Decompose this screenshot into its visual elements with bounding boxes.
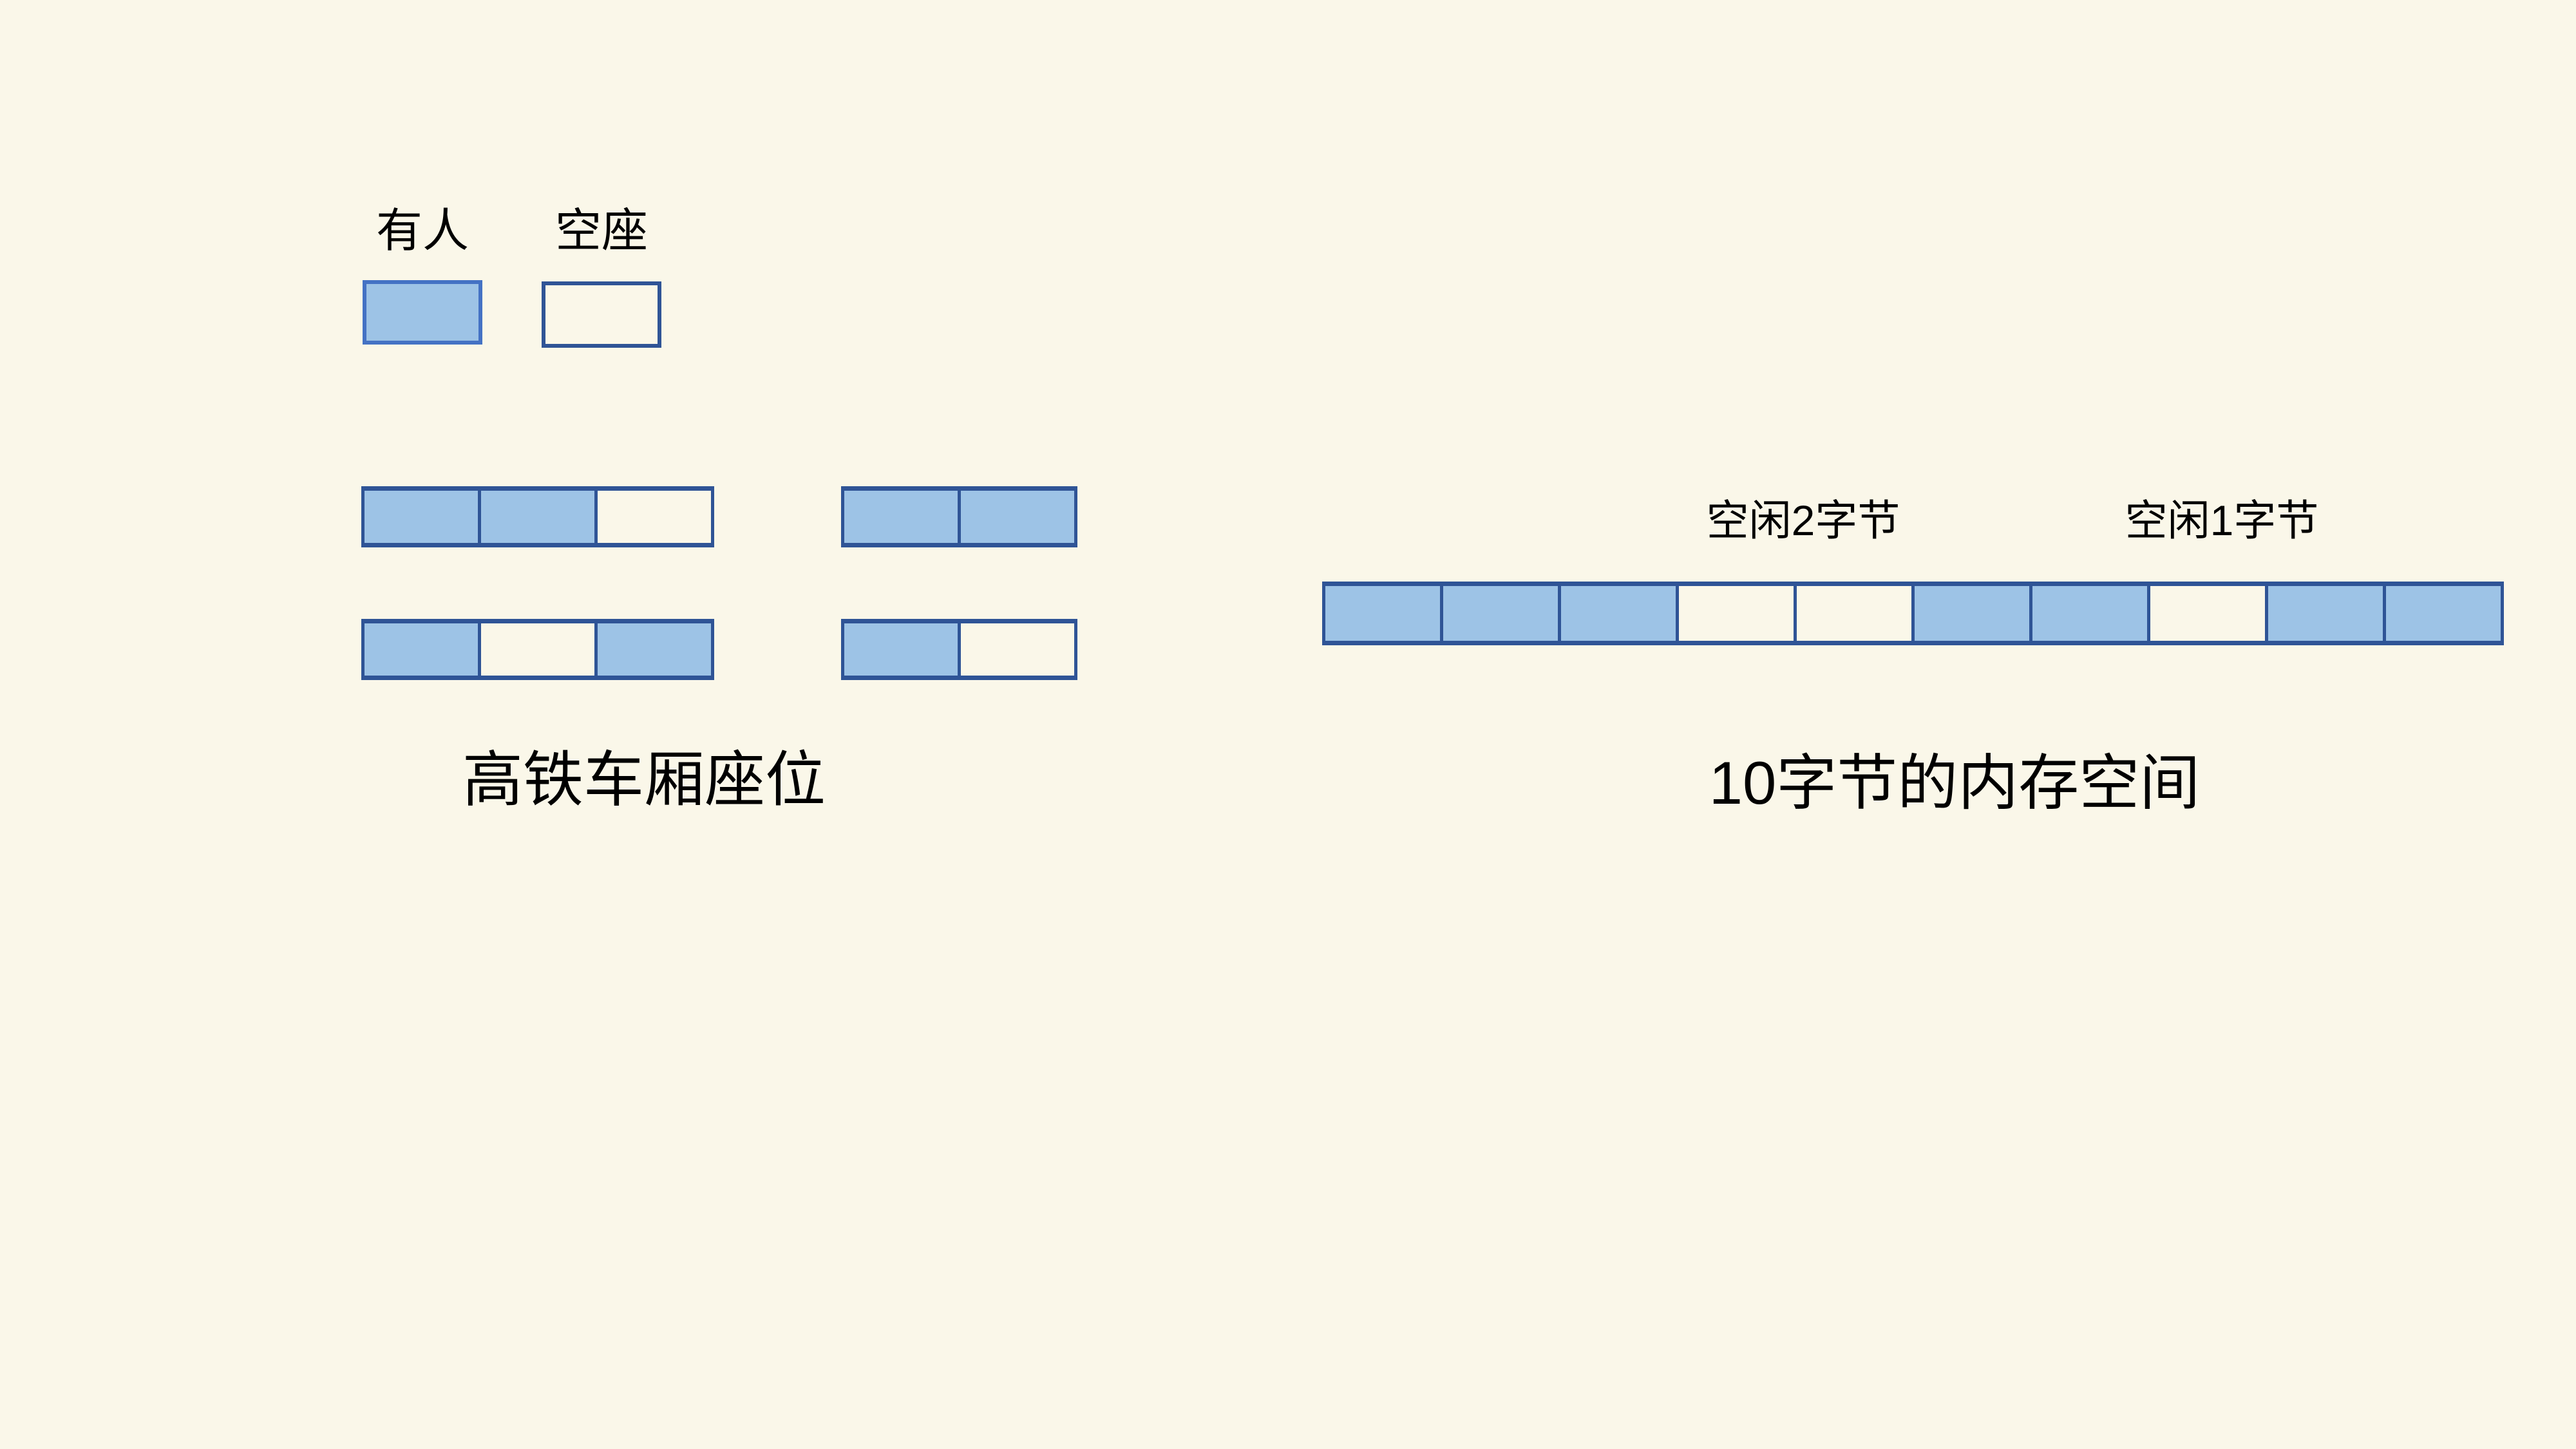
memory-byte-cell-free (1794, 582, 1915, 645)
seat-cell-occupied (841, 619, 961, 680)
seat-cell-occupied (361, 619, 481, 680)
seat-group-row2-left (361, 619, 714, 680)
seat-diagram-caption: 高铁车厢座位 (462, 746, 826, 813)
memory-byte-cell-occupied (1440, 582, 1561, 645)
memory-diagram-caption: 10字节的内存空间 (1709, 749, 2201, 817)
free-1-byte-label: 空闲1字节 (2125, 497, 2319, 544)
memory-byte-cell-occupied (1911, 582, 2032, 645)
free-2-bytes-label: 空闲2字节 (1706, 497, 1900, 544)
seat-group-row1-left (361, 486, 714, 547)
legend-occupied-swatch (363, 280, 482, 345)
memory-byte-cell-free (2147, 582, 2268, 645)
seat-cell-empty (958, 619, 1077, 680)
memory-byte-cell-free (1676, 582, 1797, 645)
memory-byte-cell-occupied (2029, 582, 2150, 645)
seat-cell-occupied (478, 486, 598, 547)
memory-byte-cell-occupied (2383, 582, 2504, 645)
seat-cell-empty (478, 619, 598, 680)
memory-byte-cell-occupied (1558, 582, 1679, 645)
seat-cell-occupied (958, 486, 1077, 547)
memory-byte-cell-occupied (1322, 582, 1443, 645)
seat-group-row2-right (841, 619, 1077, 680)
seat-cell-occupied (594, 619, 714, 680)
legend-occupied-label: 有人 (375, 205, 469, 257)
seat-cell-empty (594, 486, 714, 547)
memory-byte-row (1322, 582, 2504, 645)
legend-empty-label: 空座 (554, 205, 648, 257)
legend-empty-swatch (542, 281, 661, 348)
seat-cell-occupied (361, 486, 481, 547)
seat-cell-occupied (841, 486, 961, 547)
memory-byte-cell-occupied (2265, 582, 2386, 645)
seat-group-row1-right (841, 486, 1077, 547)
